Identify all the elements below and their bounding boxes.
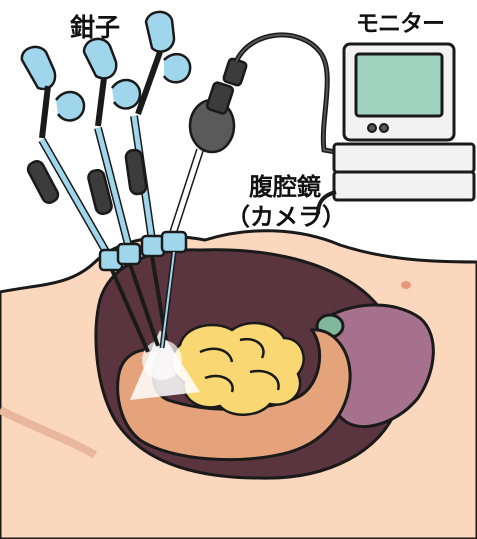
laparoscope-label-camera: （カメラ） [226, 202, 344, 232]
laparoscope-label: 腹腔鏡 （カメラ） [226, 172, 344, 232]
video-unit-2 [334, 172, 474, 200]
monitor-knob-1 [368, 124, 376, 132]
laparoscope-label-main: 腹腔鏡 [226, 172, 344, 202]
monitor-label: モニター [356, 4, 444, 38]
monitor [334, 44, 474, 200]
forceps-label: 鉗子 [70, 8, 120, 44]
navel [401, 281, 411, 289]
monitor-knob-2 [380, 124, 388, 132]
video-unit-1 [334, 144, 474, 172]
small-intestine [172, 323, 303, 415]
monitor-screen [356, 54, 442, 116]
